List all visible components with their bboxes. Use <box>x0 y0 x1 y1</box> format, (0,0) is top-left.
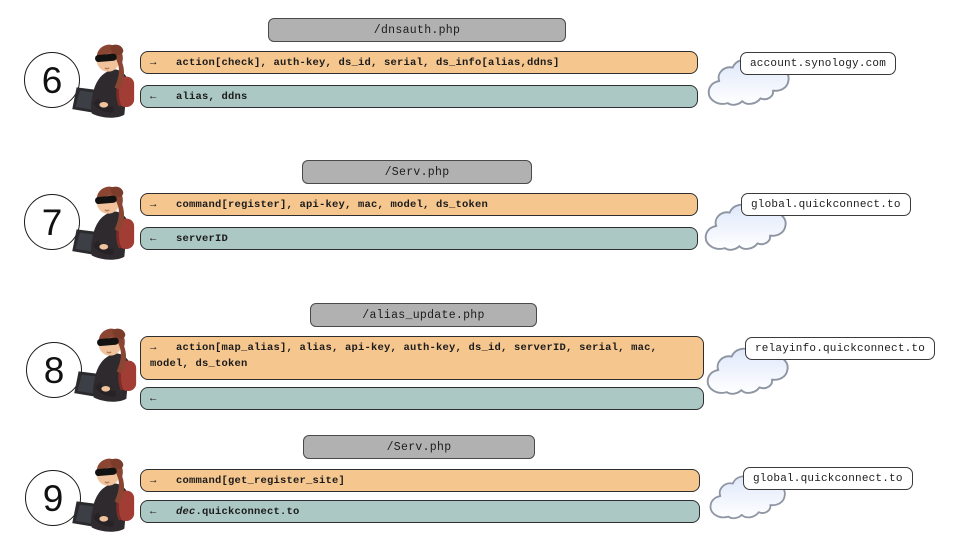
request-box: → action[check], auth-key, ds_id, serial,… <box>140 51 698 74</box>
left-arrow-icon: ← <box>150 91 157 103</box>
response-box: ← dec.quickconnect.to <box>140 500 700 523</box>
endpoint-box: /Serv.php <box>302 160 532 184</box>
endpoint-path: /Serv.php <box>384 165 450 179</box>
server-hostname: global.quickconnect.to <box>751 198 901 211</box>
right-arrow-icon: → <box>150 342 157 354</box>
server-label: relayinfo.quickconnect.to <box>745 337 936 360</box>
step-number: 8 <box>43 349 65 391</box>
endpoint-box: /dnsauth.php <box>268 18 566 42</box>
response-params: alias, ddns <box>176 91 248 103</box>
hacker-icon <box>70 457 142 534</box>
step-number: 6 <box>41 59 63 101</box>
right-arrow-icon: → <box>150 475 157 487</box>
step-number-badge: 8 <box>26 342 82 398</box>
server-hostname: account.synology.com <box>750 57 887 70</box>
endpoint-path: /dnsauth.php <box>373 23 461 37</box>
request-box: → command[register], api-key, mac, model,… <box>140 193 698 216</box>
server-hostname: relayinfo.quickconnect.to <box>755 342 926 355</box>
request-params: command[register], api-key, mac, model, … <box>176 199 489 211</box>
right-arrow-icon: → <box>150 57 157 69</box>
response-params: serverID <box>176 233 229 245</box>
server-label: global.quickconnect.to <box>743 467 913 490</box>
server-label: account.synology.com <box>740 52 897 75</box>
response-box: ← alias, ddns <box>140 85 698 108</box>
left-arrow-icon: ← <box>150 393 157 405</box>
request-box: →action[map_alias], alias, api-key, auth… <box>140 336 704 380</box>
left-arrow-icon: ← <box>150 506 157 518</box>
step-number-badge: 6 <box>24 52 80 108</box>
server-label: global.quickconnect.to <box>741 193 911 216</box>
right-arrow-icon: → <box>150 199 157 211</box>
step-number-badge: 7 <box>24 194 80 250</box>
response-params: .quickconnect.to <box>195 506 300 518</box>
response-italic: dec <box>176 506 196 518</box>
server-hostname: global.quickconnect.to <box>753 472 903 485</box>
response-box: ← <box>140 387 704 410</box>
request-params: command[get_register_site] <box>176 475 346 487</box>
endpoint-path: /Serv.php <box>386 440 452 454</box>
request-params: action[map_alias], alias, api-key, auth-… <box>150 342 658 370</box>
step-number: 9 <box>42 477 64 519</box>
endpoint-box: /alias_update.php <box>310 303 537 327</box>
endpoint-path: /alias_update.php <box>362 308 485 322</box>
request-params: action[check], auth-key, ds_id, serial, … <box>176 57 560 69</box>
step-number-badge: 9 <box>25 470 81 526</box>
hacker-icon <box>72 327 144 404</box>
response-box: ← serverID <box>140 227 698 250</box>
endpoint-box: /Serv.php <box>303 435 535 459</box>
hacker-icon <box>70 43 142 120</box>
hacker-icon <box>70 185 142 262</box>
left-arrow-icon: ← <box>150 233 157 245</box>
request-box: → command[get_register_site] <box>140 469 700 492</box>
step-number: 7 <box>41 201 63 243</box>
